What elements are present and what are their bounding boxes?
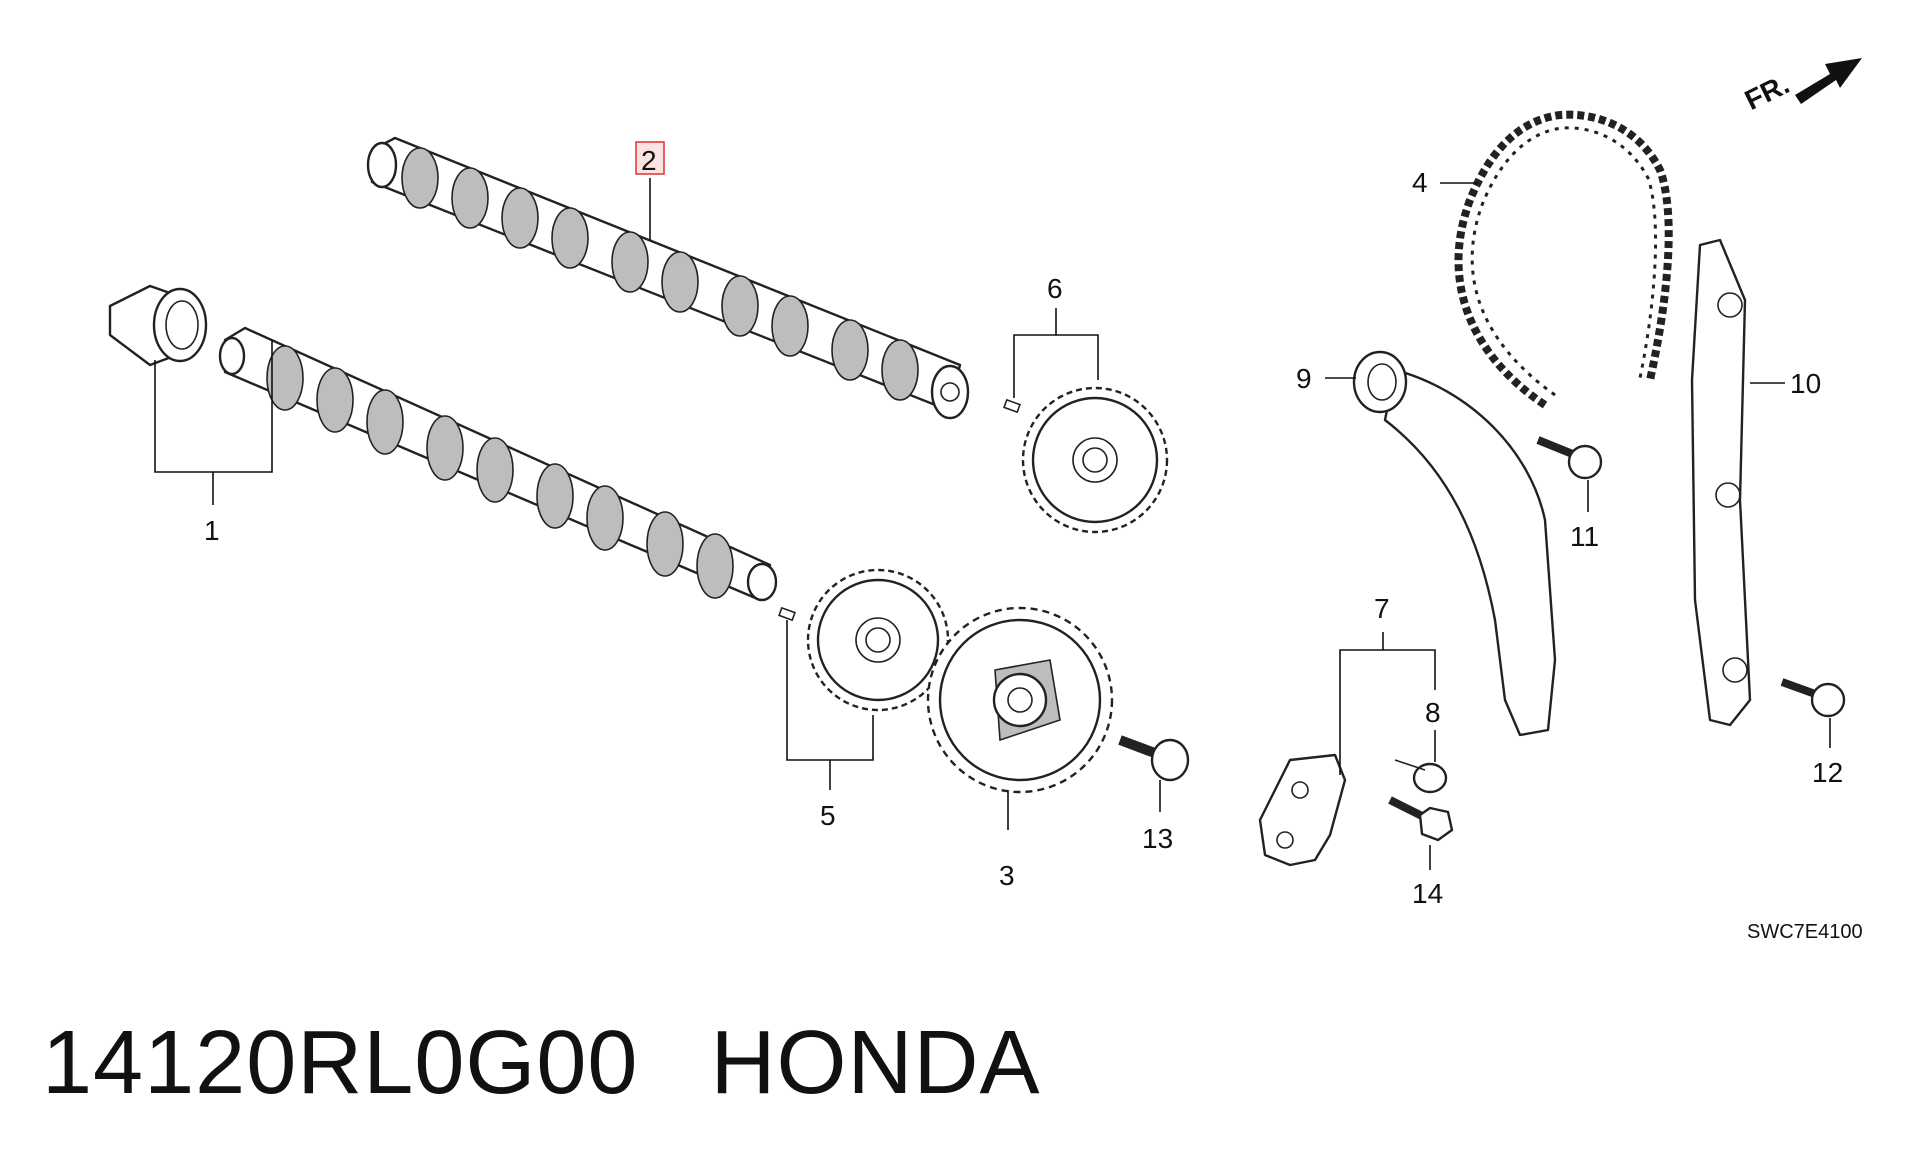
tensioner-clip[interactable] <box>1394 759 1448 794</box>
callout-14[interactable]: 14 <box>1412 878 1443 909</box>
front-direction-arrow-icon: FR. <box>1740 58 1862 116</box>
callout-3[interactable]: 3 <box>999 860 1015 891</box>
brand-name: HONDA <box>710 1013 1041 1113</box>
callout-6[interactable]: 6 <box>1047 273 1063 304</box>
chain-tensioner[interactable] <box>1258 753 1347 867</box>
callout-8[interactable]: 8 <box>1425 697 1441 728</box>
timing-chain[interactable] <box>1454 110 1673 409</box>
bolt-12[interactable] <box>1780 678 1846 718</box>
diagram-code: SWC7E4100 <box>1747 921 1863 943</box>
tensioner-arm[interactable] <box>1352 350 1557 737</box>
footer-caption: 14120RL0G00 HONDA <box>42 1012 1041 1115</box>
callout-1[interactable]: 1 <box>204 515 220 546</box>
bolt-14[interactable] <box>1388 796 1454 842</box>
callout-12[interactable]: 12 <box>1812 757 1843 788</box>
callout-10[interactable]: 10 <box>1790 368 1821 399</box>
callout-4[interactable]: 4 <box>1412 167 1428 198</box>
callout-5[interactable]: 5 <box>820 800 836 831</box>
part-number: 14120RL0G00 <box>42 1013 639 1113</box>
cam-sprocket[interactable] <box>926 606 1114 794</box>
callout-2[interactable]: 2 <box>641 145 657 176</box>
leader-lines <box>154 178 1831 870</box>
camshaft-gear-upper[interactable] <box>1003 386 1169 534</box>
callout-2-highlight <box>635 141 665 175</box>
callout-13[interactable]: 13 <box>1142 823 1173 854</box>
bolt-13[interactable] <box>1118 735 1190 782</box>
camshaft-lower[interactable] <box>108 284 778 602</box>
callout-9[interactable]: 9 <box>1296 363 1312 394</box>
camshaft-gear-lower[interactable] <box>778 568 950 712</box>
camshaft-upper[interactable] <box>366 136 970 420</box>
chain-guide[interactable] <box>1690 238 1752 727</box>
bolt-11[interactable] <box>1536 436 1603 480</box>
callout-11[interactable]: 11 <box>1570 521 1599 552</box>
front-direction-label: FR. <box>1740 68 1794 116</box>
callout-7[interactable]: 7 <box>1374 593 1390 624</box>
